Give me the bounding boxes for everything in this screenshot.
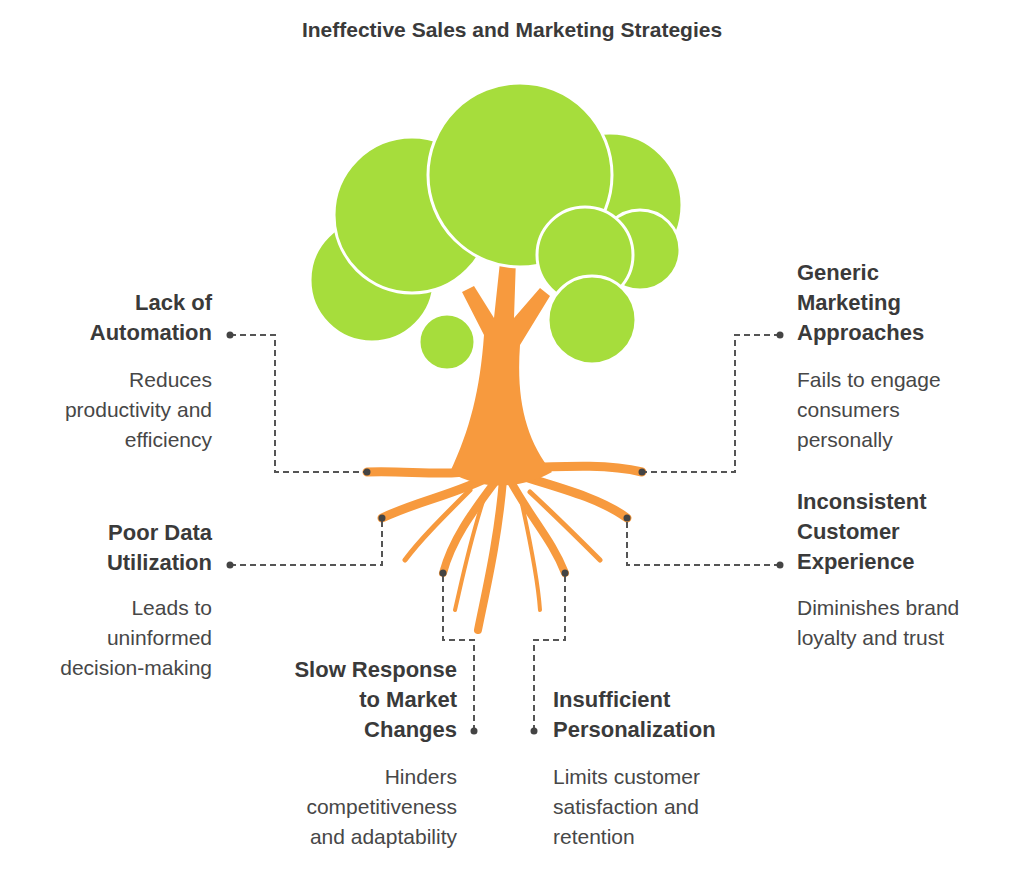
- cause-heading: Lack of Automation: [52, 288, 212, 348]
- roots: [367, 466, 642, 630]
- trunk: [450, 258, 552, 486]
- cause-heading: Generic Marketing Approaches: [797, 258, 962, 348]
- cause-description: Limits customer satisfaction and retenti…: [553, 762, 738, 852]
- cause-description: Diminishes brand loyalty and trust: [797, 593, 1002, 653]
- cause-heading: Inconsistent Customer Experience: [797, 487, 967, 577]
- cause-description: Leads to uninformed decision-making: [27, 593, 212, 683]
- cause-heading: Slow Response to Market Changes: [287, 655, 457, 745]
- cause-heading: Poor Data Utilization: [52, 518, 212, 578]
- cause-description: Hinders competitiveness and adaptability: [272, 762, 457, 852]
- canopy: [310, 83, 682, 370]
- cause-heading: Insufficient Personalization: [553, 685, 763, 745]
- cause-description: Reduces productivity and efficiency: [27, 365, 212, 455]
- cause-description: Fails to engage consumers personally: [797, 365, 982, 455]
- diagram-title: Ineffective Sales and Marketing Strategi…: [0, 15, 1024, 45]
